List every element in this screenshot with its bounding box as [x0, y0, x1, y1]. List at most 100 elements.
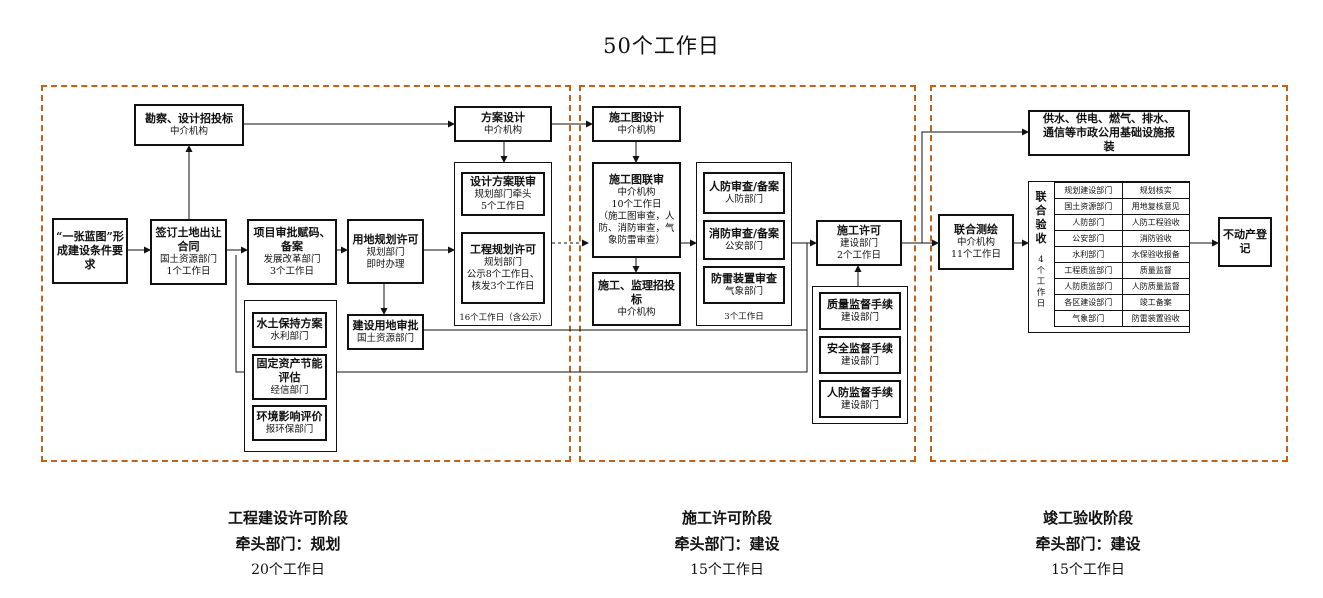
land-use-permit-sub: 规划部门 即时办理: [366, 246, 405, 270]
acceptance-row: 公安部门消防验收: [1054, 230, 1190, 247]
scheme-design-title: 方案设计: [481, 111, 525, 124]
acceptance-department: 人防部门: [1054, 214, 1123, 231]
plan-permit-sub: 规划部门 公示8个工作日、核发3个工作日: [466, 257, 540, 292]
acceptance-item: 竣工备案: [1121, 294, 1190, 311]
fire-title: 消防审查/备案: [708, 227, 780, 240]
water-soil-sub: 水利部门: [270, 331, 309, 342]
scheme-design-box: 方案设计 中介机构: [454, 106, 552, 142]
land-contract-title: 签订土地出让合同: [155, 226, 222, 253]
joint-acceptance-title: 联合验收: [1035, 190, 1047, 245]
bidding-box: 施工、监理招投标 中介机构: [592, 272, 681, 326]
acceptance-item: 质量监督: [1121, 262, 1190, 279]
scheme-review-title: 设计方案联审: [470, 175, 536, 188]
acceptance-row: 水利部门水保验收报备: [1054, 246, 1190, 263]
lightning-box: 防雷装置审查 气象部门: [703, 266, 785, 304]
land-use-permit-title: 用地规划许可: [352, 232, 419, 246]
acceptance-department: 国土资源部门: [1054, 198, 1123, 215]
acceptance-department: 水利部门: [1054, 246, 1123, 263]
utilities-title: 供水、供电、燃气、排水、通信等市政公用基础设施报装: [1043, 112, 1175, 153]
water-soil-title: 水土保持方案: [256, 317, 323, 330]
stage-lead: 牵头部门：建设: [1035, 535, 1141, 553]
bidding-sub: 中介机构: [617, 307, 656, 318]
stage-days: 15个工作日: [1051, 562, 1125, 578]
stage-lead: 牵头部门：建设: [674, 535, 780, 553]
registration-title: 不动产登记: [1223, 228, 1267, 255]
joint-acceptance-days: 4个工作日: [1036, 255, 1046, 309]
construction-drawing-sub: 中介机构: [617, 125, 656, 136]
survey-bidding-sub: 中介机构: [169, 126, 208, 137]
stage-name: 工程建设许可阶段: [227, 509, 348, 527]
acceptance-row: 工程质监部门质量监督: [1054, 262, 1190, 279]
blueprint-title: “一张蓝图”形成建设条件要求: [56, 230, 124, 271]
water-soil-box: 水土保持方案 水利部门: [252, 312, 327, 348]
registration-box: 不动产登记: [1218, 217, 1272, 267]
construction-permit-sub: 建设部门 2个工作日: [836, 238, 882, 261]
energy-sub: 经信部门: [270, 385, 309, 396]
stage-frame-construction: [579, 85, 916, 462]
acceptance-item: 规划核实: [1121, 182, 1190, 199]
acceptance-item: 消防验收: [1121, 230, 1190, 247]
survey-bidding-box: 勘察、设计招投标 中介机构: [134, 104, 244, 146]
survey-joint-box: 联合测绘 中介机构 11个工作日: [938, 214, 1014, 270]
lightning-title: 防雷装置审查: [711, 272, 777, 285]
plan-group-note: 16个工作日（含公示）: [459, 313, 547, 323]
scheme-review-box: 设计方案联审 规划部门牵头 5个工作日: [461, 172, 545, 216]
stage-label-permit: 工程建设许可阶段 牵头部门：规划 20个工作日: [158, 505, 418, 583]
land-approval-sub: 国土资源部门: [356, 333, 414, 344]
acceptance-row: 规划建设部门规划核实: [1054, 182, 1190, 199]
acceptance-row: 各区建设部门竣工备案: [1054, 294, 1190, 311]
construction-drawing-title: 施工图设计: [609, 111, 664, 124]
plan-permit-box: 工程规划许可 规划部门 公示8个工作日、核发3个工作日: [461, 232, 545, 304]
acceptance-item: 用地复核意见: [1121, 198, 1190, 215]
land-use-permit-box: 用地规划许可 规划部门 即时办理: [347, 219, 424, 284]
joint-acceptance-table: 规划建设部门规划核实国土资源部门用地复核意见人防部门人防工程验收公安部门消防验收…: [1054, 182, 1190, 327]
blueprint-box: “一张蓝图”形成建设条件要求: [52, 218, 128, 284]
acceptance-row: 人防质监部门人防质量监督: [1054, 278, 1190, 295]
env-title: 环境影响评价: [256, 410, 323, 423]
acceptance-row: 气象部门防雷装置验收: [1054, 310, 1190, 327]
construction-permit-title: 施工许可: [837, 224, 881, 237]
land-approval-box: 建设用地审批 国土资源部门: [347, 314, 424, 350]
env-box: 环境影响评价 报环保部门: [252, 405, 327, 441]
acceptance-item: 防雷装置验收: [1121, 310, 1190, 327]
civil-defense-sub: 人防部门: [724, 194, 763, 205]
quality-box: 质量监督手续 建设部门: [819, 292, 901, 330]
defense-supervision-sub: 建设部门: [840, 400, 879, 411]
plan-permit-title: 工程规划许可: [470, 243, 536, 256]
project-approval-sub: 发展改革部门 3个工作日: [263, 254, 321, 277]
project-approval-box: 项目审批赋码、备案 发展改革部门 3个工作日: [247, 219, 337, 285]
utilities-box: 供水、供电、燃气、排水、通信等市政公用基础设施报装: [1028, 110, 1190, 156]
stage-name: 施工许可阶段: [681, 509, 772, 527]
stage-frame-permit: [41, 85, 571, 462]
fire-box: 消防审查/备案 公安部门: [703, 220, 785, 260]
acceptance-item: 人防质量监督: [1121, 278, 1190, 295]
acceptance-department: 人防质监部门: [1054, 278, 1123, 295]
stage-label-acceptance: 竣工验收阶段 牵头部门：建设 15个工作日: [958, 505, 1218, 583]
acceptance-item: 人防工程验收: [1121, 214, 1190, 231]
drawing-review-title: 施工图联审: [609, 173, 664, 186]
quality-sub: 建设部门: [840, 312, 879, 323]
land-approval-title: 建设用地审批: [352, 319, 419, 332]
defense-supervision-title: 人防监督手续: [827, 386, 893, 399]
acceptance-row: 人防部门人防工程验收: [1054, 214, 1190, 231]
bidding-title: 施工、监理招投标: [598, 279, 675, 306]
stage-days: 15个工作日: [690, 562, 764, 578]
civil-defense-box: 人防审查/备案 人防部门: [703, 172, 785, 214]
drawing-review-sub: 中介机构 10个工作日 （施工图审查，人防、消防审查，气象防雷审查）: [598, 187, 675, 246]
safety-title: 安全监督手续: [827, 342, 893, 355]
safety-sub: 建设部门: [840, 356, 879, 367]
survey-bidding-title: 勘察、设计招投标: [145, 112, 233, 125]
energy-box: 固定资产节能评估 经信部门: [252, 354, 327, 400]
drawing-review-box: 施工图联审 中介机构 10个工作日 （施工图审查，人防、消防审查，气象防雷审查）: [592, 162, 681, 258]
construction-drawing-box: 施工图设计 中介机构: [592, 106, 681, 142]
stage-frame-acceptance: [930, 85, 1288, 462]
survey-joint-title: 联合测绘: [954, 223, 998, 236]
fire-sub: 公安部门: [724, 241, 763, 252]
acceptance-department: 规划建设部门: [1054, 182, 1123, 199]
civil-defense-title: 人防审查/备案: [708, 180, 780, 193]
acceptance-item: 水保验收报备: [1121, 246, 1190, 263]
lightning-sub: 气象部门: [724, 286, 763, 297]
stage-days: 20个工作日: [251, 562, 325, 578]
energy-title: 固定资产节能评估: [256, 357, 323, 384]
